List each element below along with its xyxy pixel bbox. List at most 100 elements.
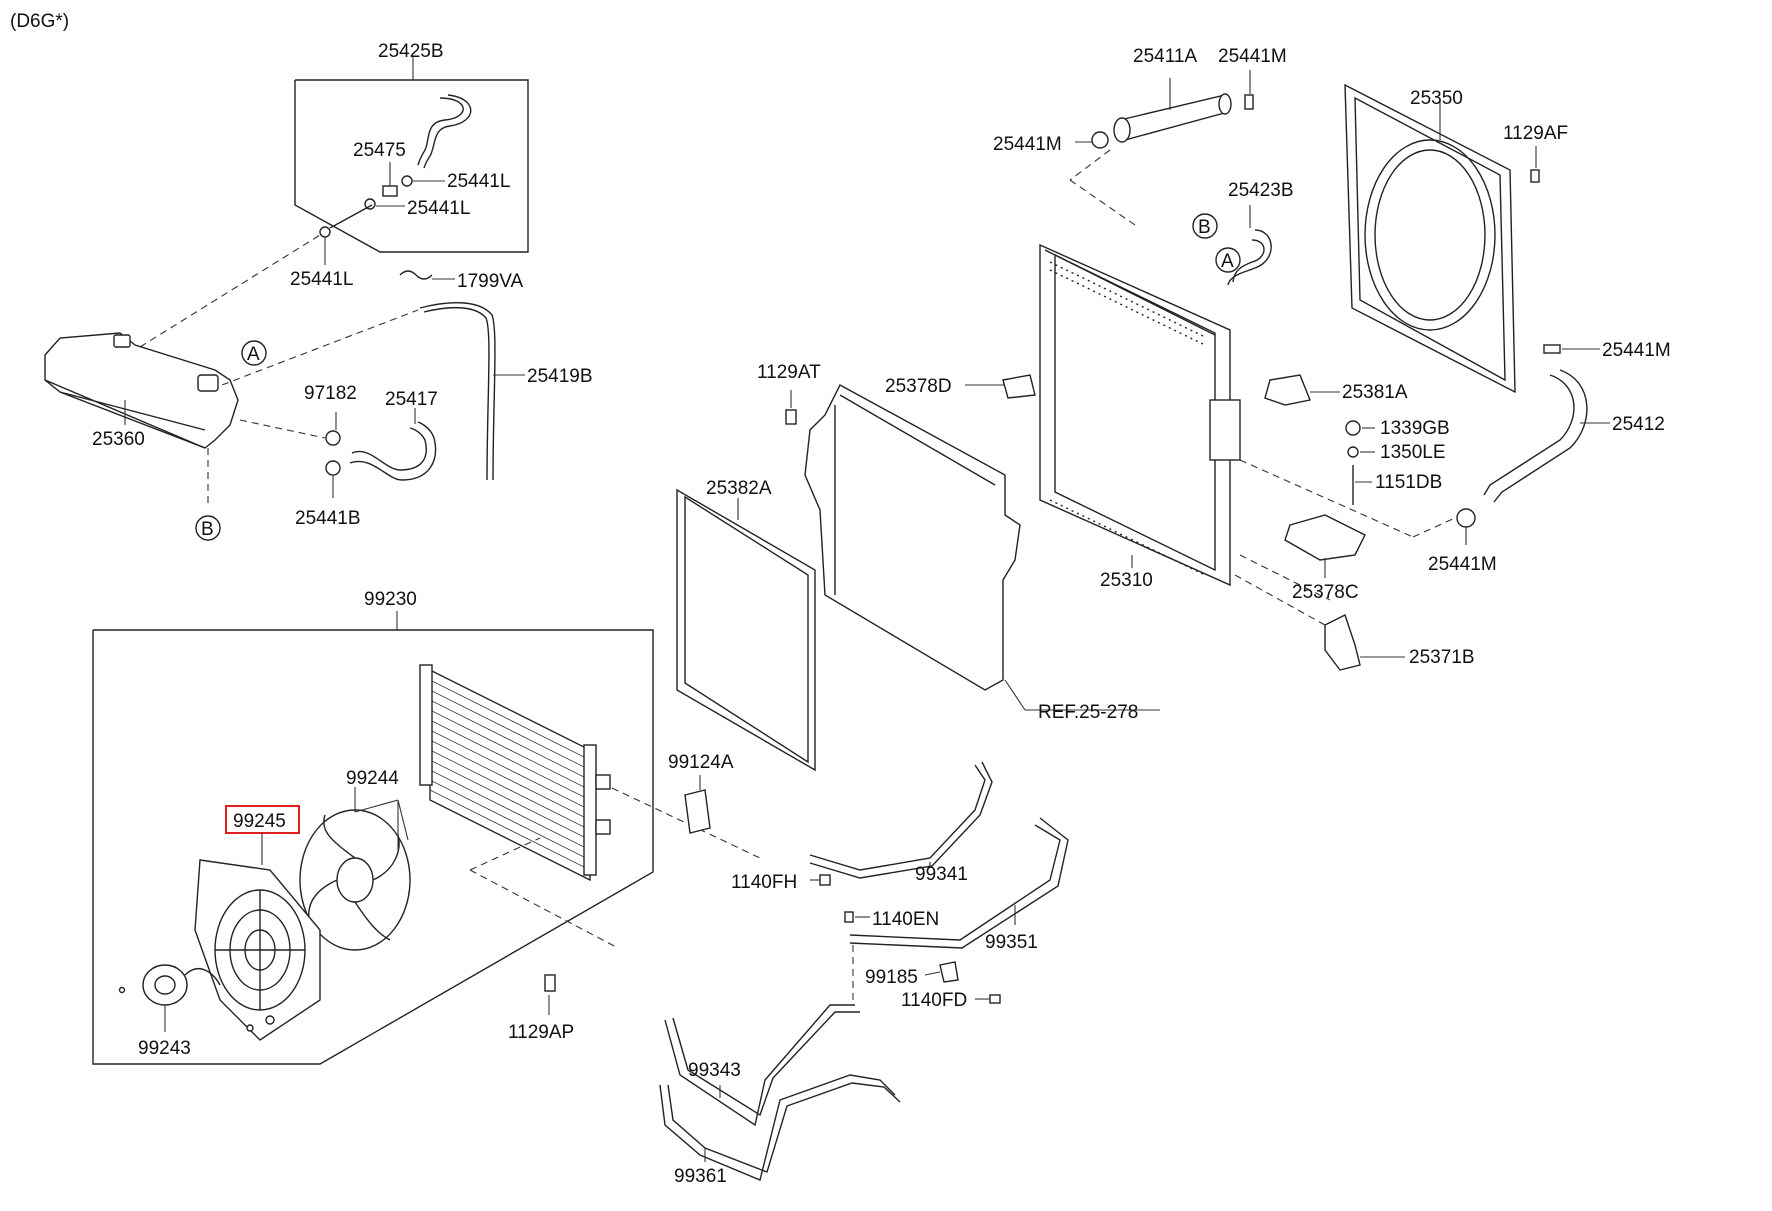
bracket-25378D: [1002, 374, 1036, 399]
coolant-reservoir-25360: 25360 B: [44, 332, 239, 541]
reservoir-cap: [197, 374, 219, 392]
label-99124A[interactable]: 99124A: [668, 752, 734, 773]
label-25378D[interactable]: 25378D: [885, 376, 952, 397]
label-25378C[interactable]: 25378C: [1292, 582, 1359, 603]
bolt-1129AF: [1530, 169, 1540, 183]
part-25441B-clamp: [325, 460, 341, 476]
bolt-1140EN: [844, 911, 854, 923]
label-25441L-a[interactable]: 25441L: [447, 171, 510, 192]
group-box-99230: [92, 629, 654, 1065]
label-99245[interactable]: 99245: [233, 811, 286, 832]
seal-frame-25382A: [676, 488, 816, 772]
fan-condenser-group-99230: 99230: [92, 589, 761, 1065]
bracket-25371B: [1324, 614, 1361, 671]
label-99244[interactable]: 99244: [346, 768, 399, 789]
hose-25419B: [419, 301, 496, 481]
bolt-1140FH: [819, 874, 831, 886]
reservoir-neck: [113, 334, 131, 348]
bracket-25378C: [1284, 514, 1366, 561]
mount-25381A: [1264, 374, 1311, 406]
label-25441M-d[interactable]: 25441M: [1428, 554, 1497, 575]
bolt-1140FD: [989, 994, 1001, 1004]
label-1350LE[interactable]: 1350LE: [1380, 442, 1446, 463]
clamp-25441M-right: [1543, 344, 1561, 354]
air-guide-panel: [804, 384, 1021, 691]
label-25441M-c[interactable]: 25441M: [1602, 340, 1671, 361]
label-25441M-a[interactable]: 25441M: [1218, 46, 1287, 67]
label-1140FH[interactable]: 1140FH: [731, 872, 797, 893]
label-1140EN[interactable]: 1140EN: [872, 909, 939, 930]
svg-text:A: A: [247, 344, 260, 365]
hose-25417: [351, 427, 427, 471]
part-25425B-hose-outline: [423, 94, 472, 169]
label-25381A[interactable]: 25381A: [1342, 382, 1408, 403]
label-25425B[interactable]: 25425B: [378, 41, 444, 62]
part-25441L-clamp-mid: [364, 198, 376, 210]
label-1140FD[interactable]: 1140FD: [901, 990, 967, 1011]
part-99185: [939, 961, 959, 983]
label-25441L-b[interactable]: 25441L: [407, 198, 470, 219]
part-25441L-clamp-lower: [319, 226, 331, 238]
label-99230[interactable]: 99230: [364, 589, 417, 610]
label-99343[interactable]: 99343: [688, 1060, 741, 1081]
label-1799VA[interactable]: 1799VA: [457, 271, 524, 292]
label-25419B[interactable]: 25419B: [527, 366, 593, 387]
label-1129AP[interactable]: 1129AP: [508, 1022, 574, 1043]
fan-shroud-99245: [194, 859, 321, 1041]
label-25310[interactable]: 25310: [1100, 570, 1153, 591]
ac-condenser: [419, 664, 611, 882]
label-25371B[interactable]: 25371B: [1409, 647, 1475, 668]
clamp-25441M-left: [1091, 131, 1109, 149]
label-25411A[interactable]: 25411A: [1133, 46, 1197, 67]
label-25412[interactable]: 25412: [1612, 414, 1665, 435]
bracket-99124A: [684, 789, 711, 834]
ac-line-99361: [659, 1074, 901, 1181]
label-1129AT[interactable]: 1129AT: [757, 362, 821, 383]
label-97182[interactable]: 97182: [304, 383, 357, 404]
label-25417[interactable]: 25417: [385, 389, 438, 410]
part-25425B-hose: [417, 97, 464, 166]
hose-25412: [1483, 374, 1575, 496]
radiator-25310: [1039, 243, 1241, 587]
radiator-side-bracket: [1209, 399, 1241, 461]
label-1151DB[interactable]: 1151DB: [1375, 472, 1442, 493]
label-1339GB[interactable]: 1339GB: [1380, 418, 1450, 439]
svg-text:B: B: [201, 519, 214, 540]
part-97182-clamp: [325, 430, 341, 446]
condenser-left-tank: [419, 664, 433, 786]
radiator-shroud-25350: [1344, 83, 1516, 394]
label-25423B[interactable]: 25423B: [1228, 180, 1294, 201]
callout-B-radiator: [1192, 213, 1218, 239]
callout-A-reservoir: [241, 340, 267, 366]
label-25441M-b[interactable]: 25441M: [993, 134, 1062, 155]
label-1129AF[interactable]: 1129AF: [1503, 123, 1568, 144]
ac-line-99351: [849, 817, 1069, 949]
label-99351[interactable]: 99351: [985, 932, 1038, 953]
bolt-1129AP: [544, 974, 556, 992]
label-25382A[interactable]: 25382A: [706, 478, 772, 499]
part-1799VA-clip: [399, 270, 433, 280]
reference-label[interactable]: REF.25-278: [1038, 702, 1138, 723]
fan-motor-99243: [118, 964, 275, 1032]
upper-hose-25411A: [1113, 93, 1232, 143]
callout-A-radiator: [1215, 247, 1241, 273]
label-99243[interactable]: 99243: [138, 1038, 191, 1059]
label-25350[interactable]: 25350: [1410, 88, 1463, 109]
bolt-1129AT: [785, 409, 797, 425]
label-25441B[interactable]: 25441B: [295, 508, 361, 529]
hose-kit-group-25425B: 25425B 25475 25441L 25441L 25441L 1799VA: [139, 41, 529, 348]
label-25360[interactable]: 25360: [92, 429, 145, 450]
clamp-25441M-top: [1244, 94, 1254, 110]
label-25441L-c[interactable]: 25441L: [290, 269, 353, 290]
label-99185[interactable]: 99185: [865, 967, 918, 988]
overflow-hose-25419B: 25419B A: [221, 301, 593, 481]
nut-1339GB: [1345, 420, 1361, 436]
label-99361[interactable]: 99361: [674, 1166, 727, 1187]
hose-25417-group: 97182 25417 25441B: [239, 383, 438, 529]
label-25475[interactable]: 25475: [353, 140, 406, 161]
part-25475-connector: [382, 185, 398, 197]
label-99341[interactable]: 99341: [915, 864, 968, 885]
callout-B-reservoir: [195, 515, 221, 541]
